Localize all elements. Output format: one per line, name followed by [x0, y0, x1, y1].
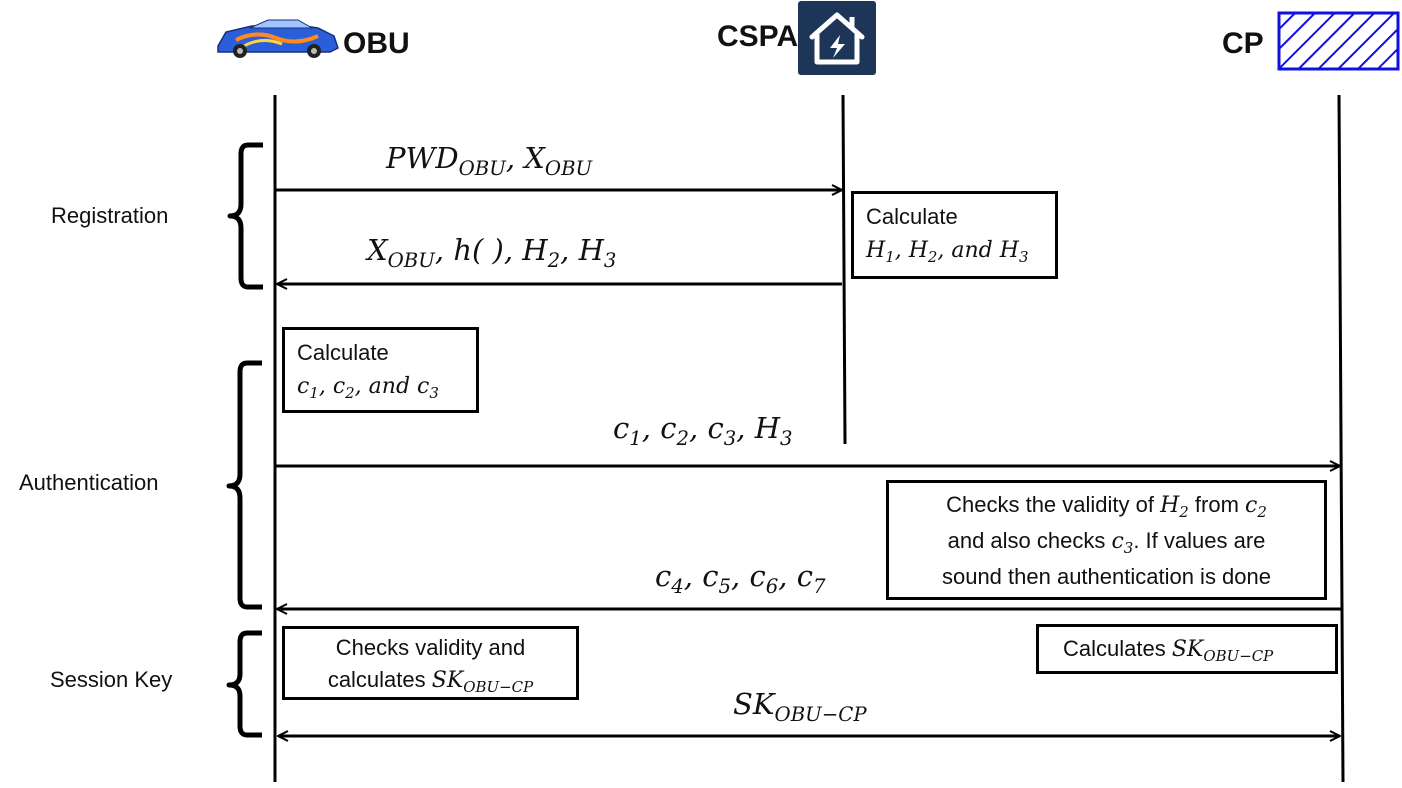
message-pwd-xobu: PWDOBU, XOBU: [386, 141, 593, 180]
authentication-brace: [226, 360, 262, 610]
note-cp-check-validity: Checks the validity of H2 from c2 and al…: [886, 480, 1327, 600]
note-obu-line1: Calculate: [297, 340, 389, 365]
message-xobu-h-h2-h3: XOBU, h( ), H2, H3: [367, 233, 617, 272]
note-cp-check-line1: Checks the validity of H2 from c2: [946, 492, 1267, 522]
cp-lifeline: [1337, 94, 1345, 783]
message-c4-c5-c6-c7: c4, c5, c6, c7: [655, 559, 826, 598]
message-c1-c2-c3-h3: c1, c2, c3, H3: [613, 411, 793, 450]
smart-home-icon: [798, 1, 876, 75]
note-cp-check-line3: sound then authentication is done: [941, 564, 1272, 590]
cspa-lifeline: [841, 94, 847, 445]
note-cp-session-key: Calculates SKOBU−CP: [1036, 624, 1338, 674]
phase-authentication: Authentication: [19, 470, 159, 495]
note-cspa-line1: Calculate: [866, 204, 958, 229]
note-cspa-calculate: Calculate H1, H2, and H3: [851, 191, 1058, 279]
obu-label: OBU: [343, 27, 410, 60]
note-obu-sk-line1: Checks validity and: [335, 635, 526, 660]
phase-session-key: Session Key: [50, 667, 173, 692]
note-obu-session-key: Checks validity and calculates SKOBU−CP: [282, 626, 579, 700]
hatched-box-icon: [1277, 11, 1400, 71]
session-key-brace: [226, 630, 262, 738]
note-obu-sk-line2: calculates SKOBU−CP: [327, 666, 534, 697]
note-obu-line2: c1, c2, and c3: [297, 374, 439, 403]
race-car-icon: [217, 19, 339, 58]
note-cp-check-line2: and also checks c3. If values are: [947, 528, 1266, 558]
message-sk-obu-cp: SKOBU−CP: [733, 687, 867, 726]
cp-label: CP: [1222, 27, 1264, 60]
cspa-label: CSPA: [717, 20, 799, 53]
note-cspa-line2: H1, H2, and H3: [866, 238, 1029, 267]
registration-brace: [227, 142, 263, 290]
phase-registration: Registration: [51, 203, 169, 228]
note-obu-calculate: Calculate c1, c2, and c3: [282, 327, 479, 413]
